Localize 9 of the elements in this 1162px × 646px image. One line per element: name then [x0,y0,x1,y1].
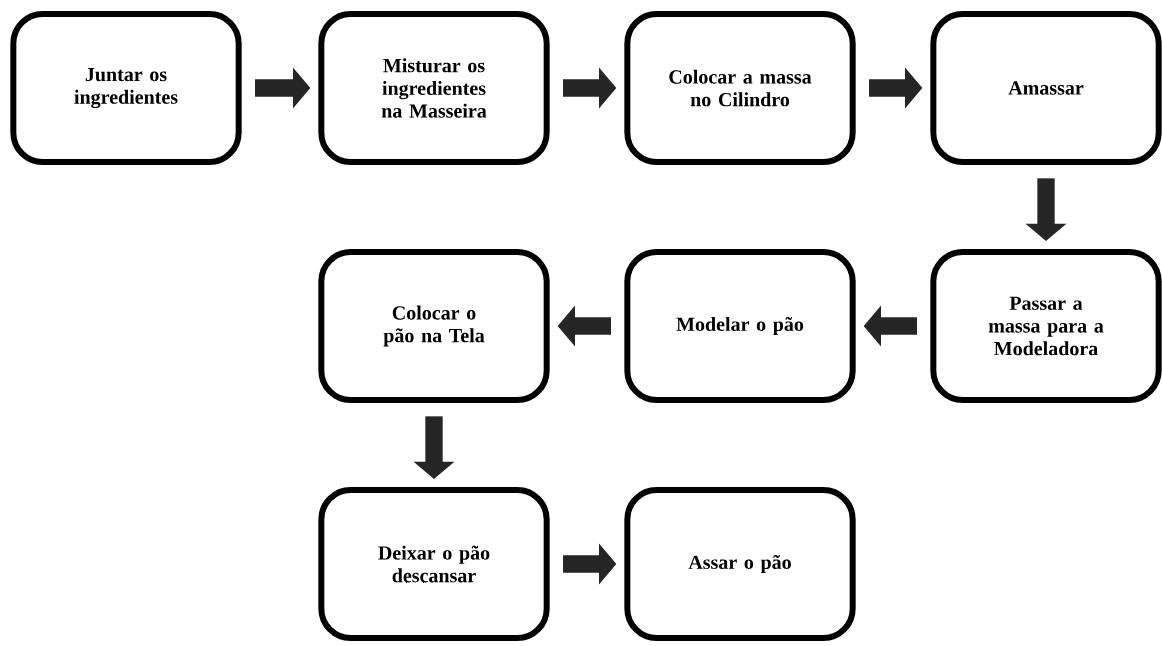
process-box: Modelar o pão [624,249,856,403]
process-box: Juntar os ingredientes [10,11,242,165]
process-box: Deixar o pão descansar [318,487,550,641]
process-box: Colocar a massa no Cilindro [624,11,856,165]
process-box: Assar o pão [624,487,856,641]
process-box: Colocar o pão na Tela [318,249,550,403]
process-box: Passar a massa para a Modeladora [930,249,1162,403]
process-box: Misturar os ingredientes na Masseira [318,11,550,165]
process-box: Amassar [930,11,1162,165]
